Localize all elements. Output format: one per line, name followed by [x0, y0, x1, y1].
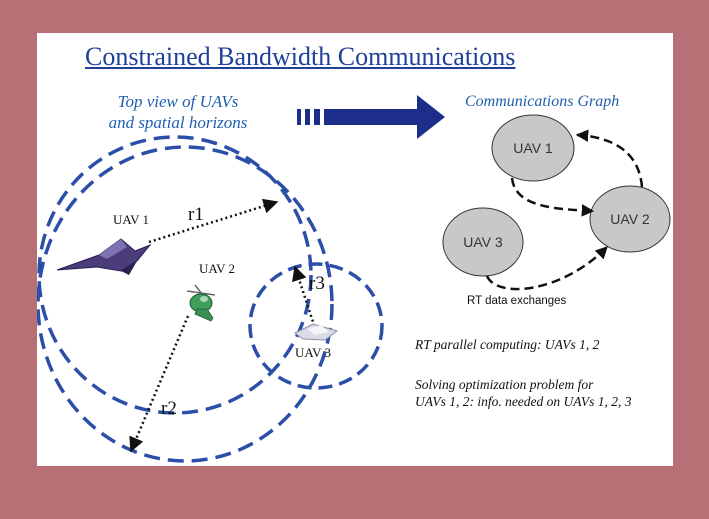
r2-label: r2	[161, 398, 177, 419]
horizon-circle-uav1	[37, 135, 313, 415]
graph-node-uav3-label: UAV 3	[463, 234, 503, 250]
radius-r2-line	[129, 315, 190, 453]
parallel-computing-note: RT parallel computing: UAVs 1, 2	[415, 337, 600, 352]
spatial-horizons	[37, 135, 384, 463]
communications-graph-caption: Communications Graph	[465, 93, 620, 110]
slide-title: Constrained Bandwidth Communications	[85, 42, 516, 71]
graph-node-uav1	[491, 114, 575, 182]
horizon-circle-uav2	[37, 145, 334, 463]
top-view-caption: Top view of UAVs and spatial horizons	[93, 91, 263, 133]
block-arrow-icon	[297, 95, 445, 139]
graph-edge-uav2-to-uav1	[575, 129, 644, 188]
communications-graph: UAV 1 UAV 2 UAV 3 RT data exchanges	[442, 114, 671, 307]
graph-edge-uav1-to-uav2	[510, 177, 595, 217]
diagram-canvas: r1 r2 r3 UAV 1 UAV 2 UAV 3	[37, 95, 671, 463]
horizon-circle-uav3	[248, 262, 384, 390]
graph-node-uav2-label: UAV 2	[610, 211, 650, 227]
top-view-caption-line1: Top view of UAVs	[117, 92, 239, 111]
uav2-label: UAV 2	[199, 261, 235, 276]
slide: Constrained Bandwidth Communications Top…	[37, 33, 673, 466]
uav3-aircraft-icon	[294, 323, 339, 341]
uav1-aircraft-icon	[56, 238, 152, 275]
optimization-note-line1: Solving optimization problem for	[415, 377, 594, 392]
r1-label: r1	[188, 204, 204, 225]
radius-r3-line	[292, 265, 318, 332]
graph-node-uav3	[442, 207, 524, 277]
graph-node-uav2	[589, 185, 671, 253]
optimization-note-line2: UAVs 1, 2: info. needed on UAVs 1, 2, 3	[415, 394, 632, 409]
r3-label: r3	[309, 273, 325, 294]
uav2-helicopter-icon	[186, 284, 216, 322]
graph-edge-uav3-to-uav2	[485, 246, 608, 291]
uav1-label: UAV 1	[113, 212, 149, 227]
radius-r1-line	[148, 198, 279, 244]
top-view-caption-line2: and spatial horizons	[108, 113, 248, 132]
graph-edge-label: RT data exchanges	[467, 295, 567, 307]
uav3-label: UAV 3	[295, 345, 331, 360]
graph-node-uav1-label: UAV 1	[513, 140, 553, 156]
